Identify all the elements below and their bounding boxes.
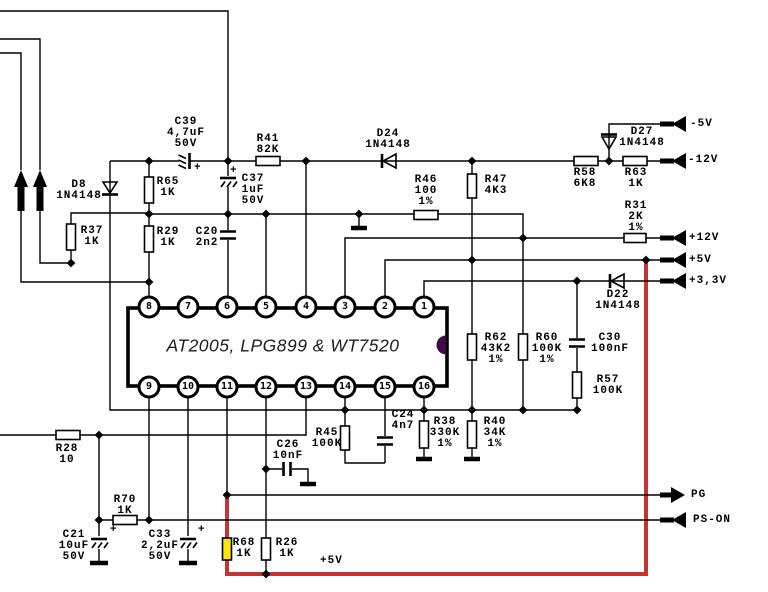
connector-plus5v	[660, 252, 686, 268]
connector-pg	[660, 487, 685, 503]
junction-dots	[66, 156, 651, 579]
connector-plus12v	[660, 230, 686, 246]
junction-dot	[144, 515, 154, 525]
junction-dot	[144, 209, 154, 219]
highlight-wire-5v	[225, 260, 648, 576]
junction-dot	[261, 569, 271, 579]
pin-circle-12	[254, 375, 278, 399]
r29-body	[143, 225, 155, 253]
pin-circle-7	[176, 295, 200, 319]
pin-circle-4	[294, 295, 318, 319]
diodes	[101, 133, 625, 290]
r57-body	[571, 371, 583, 399]
r70-body	[112, 514, 138, 526]
pin-circle-13	[294, 375, 318, 399]
junction-dot	[641, 255, 651, 265]
junction-dot	[467, 255, 477, 265]
pin-circle-14	[333, 375, 357, 399]
r68-body-highlighted	[221, 537, 233, 561]
r65-body	[143, 176, 155, 204]
ic-pins	[137, 295, 436, 399]
pin-circle-8	[137, 295, 161, 319]
wires	[0, 10, 660, 574]
connector-minus5v	[660, 116, 686, 132]
junction-dot	[354, 209, 364, 219]
connector-minus12v	[660, 153, 686, 169]
junction-dot	[94, 515, 104, 525]
pin-circle-6	[215, 295, 239, 319]
junction-dot	[261, 464, 271, 474]
r45-body	[339, 425, 351, 451]
connector-ps-on	[660, 512, 686, 528]
junction-dot	[419, 405, 429, 415]
r47-body	[466, 173, 478, 199]
r62-body	[466, 333, 478, 361]
r38-body	[418, 420, 430, 449]
junction-dot	[301, 156, 311, 166]
diode-d27	[600, 133, 618, 151]
junction-dot	[467, 156, 477, 166]
diode-d8	[101, 181, 119, 196]
electrolytic-hatch	[91, 154, 238, 549]
pin-circle-2	[373, 295, 397, 319]
pin-circle-16	[412, 375, 436, 399]
junction-dot	[572, 405, 582, 415]
pin-circle-11	[215, 375, 239, 399]
connectors	[660, 116, 686, 528]
r60-body	[517, 333, 529, 361]
pin-circle-1	[412, 295, 436, 319]
up-arrow-icon	[14, 170, 28, 211]
junction-dot	[518, 405, 528, 415]
junction-dot	[340, 405, 350, 415]
ground-symbols	[90, 225, 480, 566]
junction-dot	[66, 258, 76, 268]
junction-dot	[467, 405, 477, 415]
r40-body	[466, 420, 478, 449]
r46-body	[413, 209, 439, 221]
junction-dot	[223, 156, 233, 166]
pin-circle-3	[333, 295, 357, 319]
diode-d24	[380, 152, 397, 170]
offpage-arrow-icons	[14, 170, 47, 211]
junction-dot	[518, 233, 528, 243]
ic-body	[126, 306, 449, 388]
junction-dot	[604, 156, 614, 166]
junction-dot	[144, 156, 154, 166]
r26-body	[260, 537, 272, 561]
junction-dot	[572, 276, 582, 286]
junction-dot	[94, 430, 104, 440]
junction-dot	[223, 209, 233, 219]
diode-d22	[608, 272, 625, 290]
up-arrow-icon	[33, 170, 47, 211]
r37-body	[65, 223, 77, 251]
pin-circle-9	[137, 375, 161, 399]
pin-circle-15	[373, 375, 397, 399]
junction-dot	[261, 209, 271, 219]
r28-body	[55, 429, 81, 441]
pin-circle-5	[254, 295, 278, 319]
connector-plus33v	[660, 273, 686, 289]
r41-body	[255, 155, 281, 167]
r63-body	[622, 155, 648, 167]
ic-notch	[436, 335, 446, 355]
r31-body	[623, 232, 647, 244]
r58-body	[573, 155, 599, 167]
junction-dot	[222, 490, 232, 500]
pin-circle-10	[176, 375, 200, 399]
capacitor-plates	[91, 153, 585, 541]
ic-label: AT2005, LPG899 & WT7520	[166, 335, 400, 356]
resistors	[55, 155, 648, 561]
junction-dot	[144, 277, 154, 287]
